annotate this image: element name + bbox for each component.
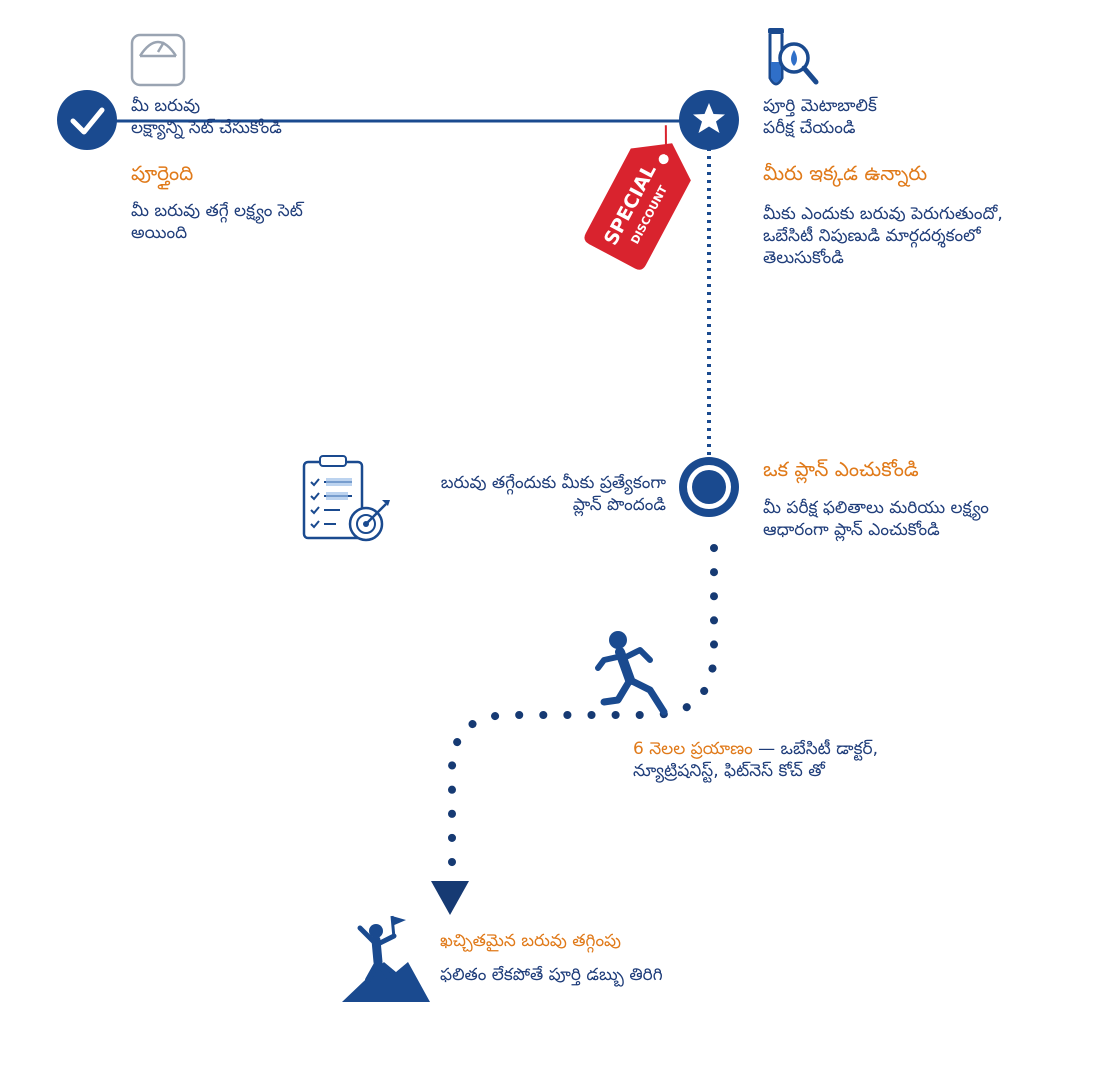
plan-side-text: బరువు తగ్గేందుకు మీకు ప్రత్యేకంగా ప్లాన్… [440, 473, 666, 515]
arrow-head-icon [431, 881, 469, 915]
ring-icon [692, 470, 726, 504]
journey-line2: న్యూట్రిషనిస్ట్, ఫిట్‌నెస్ కోచ్ తో [633, 761, 825, 781]
test-status: మీరు ఇక్కడ ఉన్నారు [763, 161, 928, 185]
clipboard-target-icon [302, 455, 390, 542]
ring-marker [679, 457, 739, 517]
journey-text: 6 నెలల ప్రయాణం — ఒబేసిటీ డాక్టర్,న్యూట్ర… [633, 738, 963, 782]
goal-status: పూర్తైంది [131, 161, 194, 185]
summit-flag-icon [342, 915, 430, 1002]
big-dotted-path [448, 544, 718, 872]
test-tube-magnifier-icon [768, 28, 819, 86]
plan-desc: మీ పరీక్ష ఫలితాలు మరియు లక్ష్యం ఆధారంగా … [763, 498, 989, 540]
test-title: పూర్తి మెటాబాలిక్ పరీక్ష చేయండి [763, 96, 877, 138]
result-desc: ఫలితం లేకపోతే పూర్తి డబ్బు తిరిగి [440, 965, 663, 985]
runner-icon [595, 631, 668, 716]
goal-desc: మీ బరువు తగ్గే లక్ష్యం సెట్ అయింది [131, 201, 303, 243]
test-desc: మీకు ఎందుకు బరువు పెరుగుతుందో, ఒబేసిటీ న… [763, 204, 1003, 268]
check-icon [70, 107, 105, 135]
journey-highlight: 6 నెలల ప్రయాణం [633, 739, 753, 759]
result-title: ఖచ్చితమైన బరువు తగ్గింపు [440, 931, 622, 951]
star-marker [679, 90, 739, 150]
plan-title: ఒక ప్లాన్ ఎంచుకోండి [763, 457, 919, 481]
scale-icon [130, 33, 186, 87]
goal-title: మీ బరువు లక్ష్యాన్ని సెట్ చేసుకోండి [131, 96, 282, 138]
check-marker [57, 90, 117, 150]
journey-rest: — ఒబేసిటీ డాక్టర్, [752, 739, 878, 759]
star-icon [693, 103, 725, 133]
